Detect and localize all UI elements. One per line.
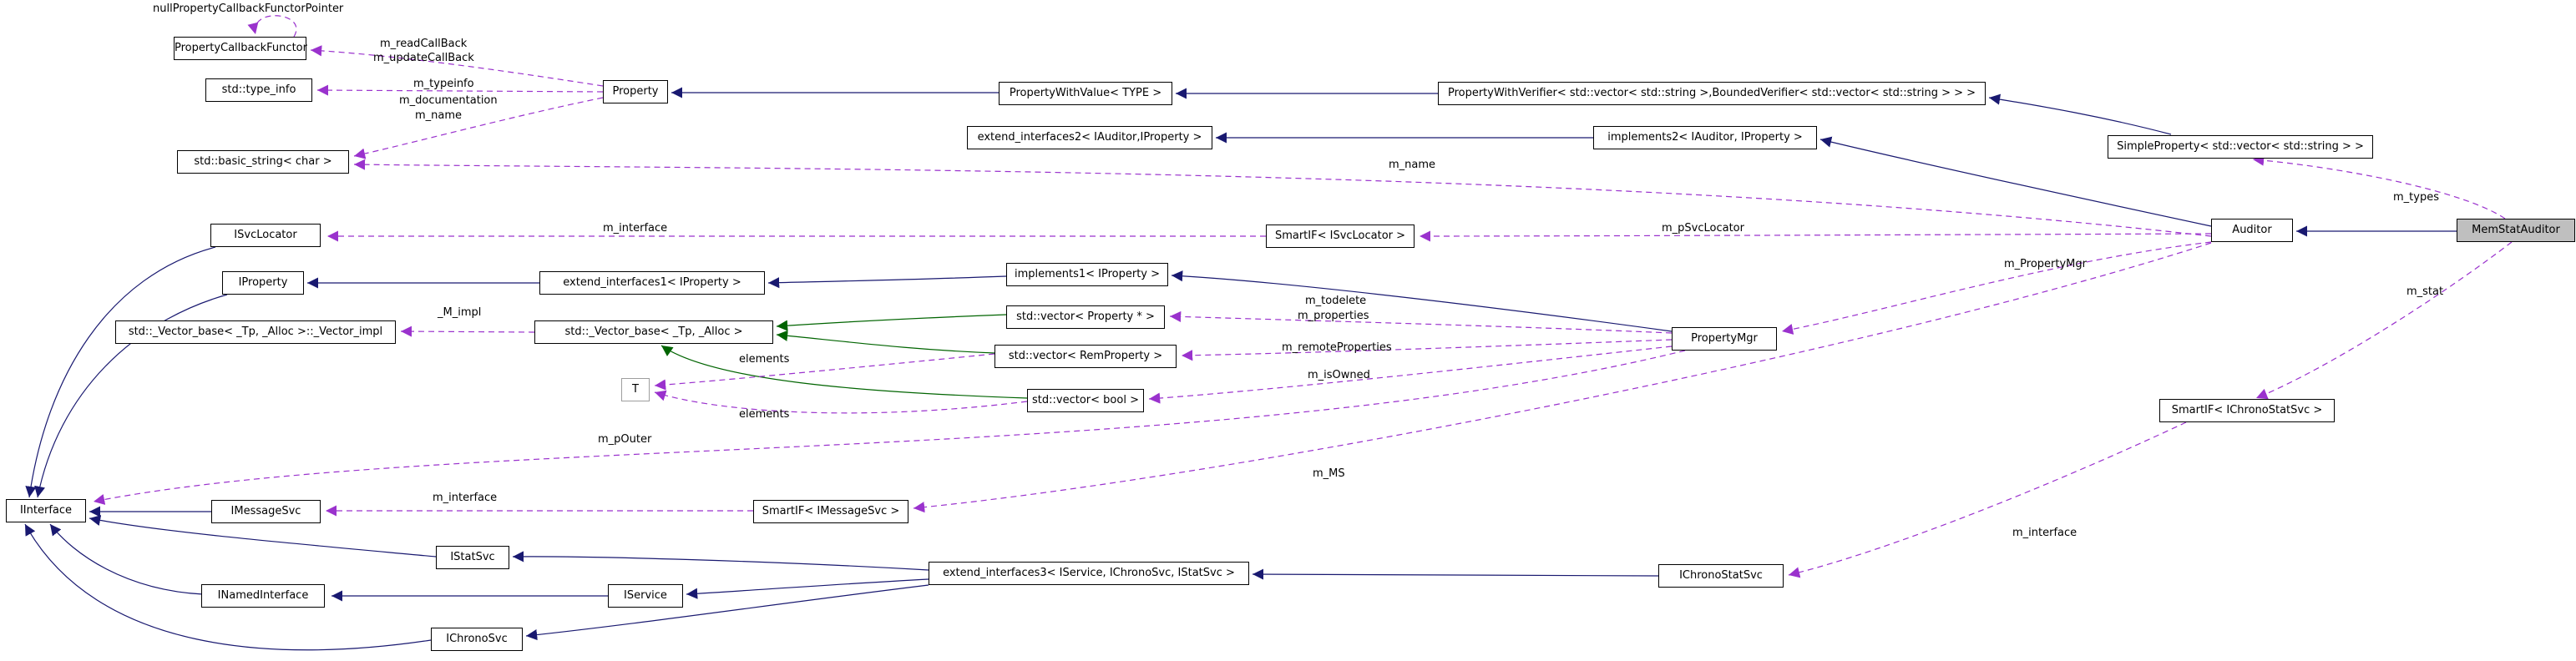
usage-edges — [93, 15, 2513, 578]
node-memstatauditor: MemStatAuditor — [2457, 219, 2575, 242]
edge-label-m-remoteproperties: m_remoteProperties — [1282, 341, 1392, 354]
edge-iproperty-iinterface — [34, 294, 228, 498]
edge-label-m-name-auditor: m_name — [1389, 159, 1436, 171]
edge-label-m-stat: m_stat — [2406, 285, 2444, 298]
edge-label-m-documentation: m_documentation — [399, 94, 498, 107]
node-istatsvc[interactable]: IStatSvc — [436, 546, 509, 569]
node-template-param-t: T — [621, 378, 650, 401]
node-vector-bool[interactable]: std::vector< bool > — [1027, 389, 1144, 412]
edge-propertymgr-iinterface — [93, 350, 1686, 505]
node-smartif-ichronostatsvc[interactable]: SmartIF< IChronoStatSvc > — [2159, 399, 2335, 422]
edge-selfloop-nullfunctorpointer — [247, 15, 297, 38]
edge-property-callbackfunctor — [310, 45, 604, 87]
edge-label-m-name-property: m_name — [415, 109, 463, 122]
node-inamedinterface[interactable]: INamedInterface — [201, 584, 325, 608]
edge-label-elements-top: elements — [739, 353, 790, 366]
node-smartif-imessagesvc[interactable]: SmartIF< IMessageSvc > — [753, 500, 908, 523]
edge-auditor-smartifisvclocator — [1419, 230, 2212, 242]
edge-implements1-extendinterfaces1 — [767, 275, 1007, 289]
node-extend-interfaces3[interactable]: extend_interfaces3< IService, IChronoSvc… — [929, 562, 1249, 585]
node-ichronosvc[interactable]: IChronoSvc — [431, 628, 523, 651]
node-extend-interfaces2[interactable]: extend_interfaces2< IAuditor,IProperty > — [967, 126, 1212, 149]
edge-label-m-properties: m_properties — [1298, 310, 1369, 322]
edge-extendinterfaces3-istatsvc — [512, 551, 929, 571]
edge-label-m-types: m_types — [2393, 191, 2439, 204]
edge-memstatauditor-simpleproperty — [2252, 154, 2506, 219]
edge-vectorremproperty-t — [654, 353, 995, 391]
edge-label-m-impl: _M_impl — [438, 306, 482, 319]
edge-ichronostatsvc-extendinterfaces3 — [1252, 568, 1659, 580]
edge-vectorpropertyptr-vectorbase — [776, 314, 1007, 331]
edge-extendinterfaces3-ichronosvc — [525, 584, 929, 641]
node-iservice[interactable]: IService — [608, 584, 683, 608]
edge-ichronosvc-iinterface — [24, 523, 432, 651]
node-imessagesvc[interactable]: IMessageSvc — [211, 500, 321, 523]
node-ichronostatsvc[interactable]: IChronoStatSvc — [1658, 564, 1784, 588]
edge-property-basicstring — [353, 97, 604, 159]
node-vector-impl[interactable]: std::_Vector_base< _Tp, _Alloc >::_Vecto… — [115, 320, 396, 344]
edge-smartifichronostatsvc-ichronostatsvc — [1788, 421, 2187, 578]
edge-label-nullpropertycallbackfunctorpointer: nullPropertyCallbackFunctorPointer — [153, 3, 344, 15]
edge-istatsvc-iinterface — [89, 515, 437, 558]
node-propertywithverifier[interactable]: PropertyWithVerifier< std::vector< std::… — [1438, 82, 1986, 105]
node-vector-property-ptr[interactable]: std::vector< Property * > — [1006, 305, 1165, 329]
edge-label-m-interface-ichronostatsvc: m_interface — [2012, 527, 2078, 539]
edge-isvclocator-iinterface — [25, 246, 216, 498]
node-vector-remproperty[interactable]: std::vector< RemProperty > — [994, 345, 1177, 368]
edge-vectorbool-t — [654, 390, 1028, 414]
edge-label-m-typeinfo: m_typeinfo — [413, 78, 474, 90]
edge-propertymgr-vectorremproperty — [1181, 339, 1673, 361]
edge-label-m-ms: m_MS — [1313, 467, 1345, 480]
edge-memstatauditor-smartifichronostatsvc — [2255, 241, 2513, 400]
node-propertycallbackfunctor[interactable]: PropertyCallbackFunctor — [174, 37, 307, 60]
edge-label-m-isowned: m_isOwned — [1308, 369, 1370, 381]
edge-label-m-psvclocator: m_pSvcLocator — [1662, 222, 1744, 235]
node-property[interactable]: Property — [603, 80, 668, 103]
edge-label-m-propertymgr: m_PropertyMgr — [2004, 258, 2087, 270]
protected-inheritance-edges — [660, 314, 1028, 399]
edge-vectorremproperty-vectorbase — [776, 330, 995, 354]
node-implements1[interactable]: implements1< IProperty > — [1006, 263, 1168, 286]
node-implements2[interactable]: implements2< IAuditor, IProperty > — [1593, 126, 1817, 149]
node-auditor[interactable]: Auditor — [2211, 219, 2293, 242]
node-extend-interfaces1[interactable]: extend_interfaces1< IProperty > — [539, 271, 765, 295]
inheritance-edges — [24, 87, 2457, 651]
edge-label-elements-bottom: elements — [739, 408, 790, 421]
node-std-basic-string[interactable]: std::basic_string< char > — [177, 150, 349, 174]
edge-auditor-implements2 — [1819, 136, 2212, 227]
node-isvclocator[interactable]: ISvcLocator — [210, 224, 321, 247]
edge-label-m-todelete: m_todelete — [1305, 295, 1367, 307]
edge-inamedinterface-iinterface — [49, 523, 204, 595]
edge-propertymgr-implements1 — [1171, 270, 1673, 332]
node-iproperty[interactable]: IProperty — [222, 271, 304, 295]
edge-auditor-basicstring — [353, 159, 2212, 237]
node-iinterface[interactable]: IInterface — [6, 499, 86, 522]
node-smartif-isvclocator[interactable]: SmartIF< ISvcLocator > — [1266, 225, 1415, 248]
edge-simpleproperty-verifier — [1988, 93, 2172, 135]
node-propertywithvalue[interactable]: PropertyWithValue< TYPE > — [999, 82, 1172, 105]
edge-vectorbase-vectorimpl — [400, 325, 535, 337]
edge-property-typeinfo — [316, 84, 604, 96]
edge-propertymgr-vectorbool — [1148, 346, 1673, 404]
edge-vectorbool-vectorbase — [660, 345, 1028, 399]
edge-label-m-readcallback: m_readCallBack — [380, 38, 468, 50]
node-propertymgr[interactable]: PropertyMgr — [1672, 327, 1777, 351]
edge-label-m-interface-isvclocator: m_interface — [603, 222, 668, 235]
node-simpleproperty[interactable]: SimpleProperty< std::vector< std::string… — [2108, 135, 2373, 159]
edge-label-m-pouter: m_pOuter — [598, 433, 652, 446]
edge-auditor-propertymgr — [1781, 241, 2212, 335]
node-vector-base[interactable]: std::_Vector_base< _Tp, _Alloc > — [534, 320, 773, 344]
edge-propertymgr-vectorpropertyptr — [1169, 310, 1673, 334]
edge-label-m-interface-imessagesvc: m_interface — [433, 492, 498, 504]
node-std-type-info[interactable]: std::type_info — [205, 78, 312, 102]
edge-extendinterfaces3-iservice — [686, 578, 929, 599]
edge-auditor-smartifimessagesvc — [913, 242, 2212, 513]
edge-label-m-updatecallback: m_updateCallBack — [373, 52, 474, 64]
